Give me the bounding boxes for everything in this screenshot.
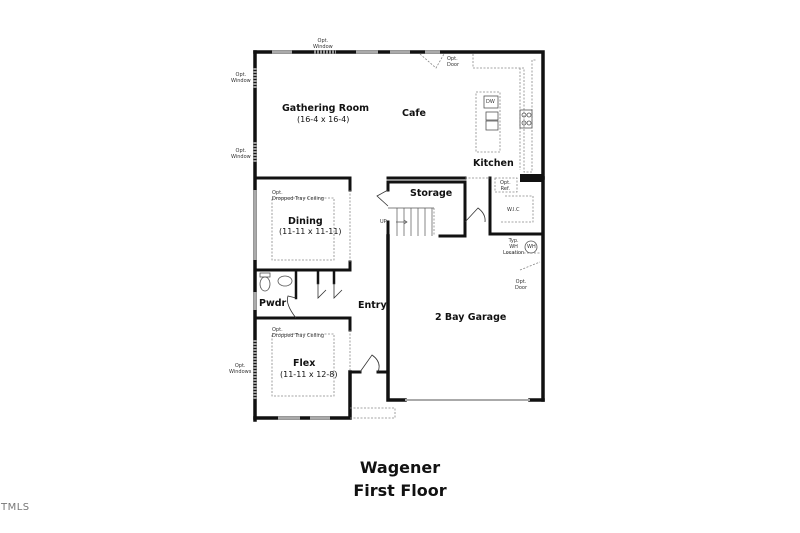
stairs-up-label: UP (380, 219, 387, 225)
room-dims-flex: (11-11 x 12-8) (280, 370, 338, 379)
storage-wall (386, 180, 467, 238)
room-label-flex: Flex (293, 358, 316, 369)
opt-door-top-label: Opt.Door (447, 56, 460, 68)
opt-windows-flex-label: Opt.Windows (229, 363, 252, 375)
opt-window-left-lower-label: Opt.Window (231, 148, 251, 160)
plan-name: Wagener (359, 458, 441, 477)
room-dims-dining: (11-11 x 11-11) (279, 227, 342, 236)
room-dims-gathering: (16-4 x 16-4) (297, 115, 350, 124)
opt-door-garage-label: Opt.Door (515, 279, 528, 291)
room-label-cafe: Cafe (402, 108, 426, 119)
opt-ref-label: Opt.Ref. (500, 180, 511, 192)
watermark: TMLS (1, 502, 30, 513)
room-label-dining: Dining (288, 216, 323, 227)
room-label-garage: 2 Bay Garage (435, 312, 507, 323)
dishwasher-label: DW (486, 99, 495, 105)
wh-label: WH (527, 244, 536, 250)
room-label-gathering: Gathering Room (282, 103, 370, 114)
flex-tray-label: Opt.Dropped Tray Ceiling (272, 327, 325, 339)
opt-window-top-label: Opt.Window (313, 38, 333, 50)
room-label-storage: Storage (410, 188, 453, 199)
room-label-entry: Entry (358, 300, 387, 311)
opt-window-left-upper-label: Opt.Window (231, 72, 251, 84)
room-label-pwdr: Pwdr (259, 298, 287, 309)
floor-name: First Floor (353, 481, 447, 500)
room-label-kitchen: Kitchen (473, 158, 514, 169)
wic-label: W.I.C (507, 207, 520, 213)
wall-block (520, 174, 543, 182)
exterior-wall (253, 50, 545, 180)
dining-tray-label: Opt.Dropped Tray Ceiling (272, 190, 325, 202)
